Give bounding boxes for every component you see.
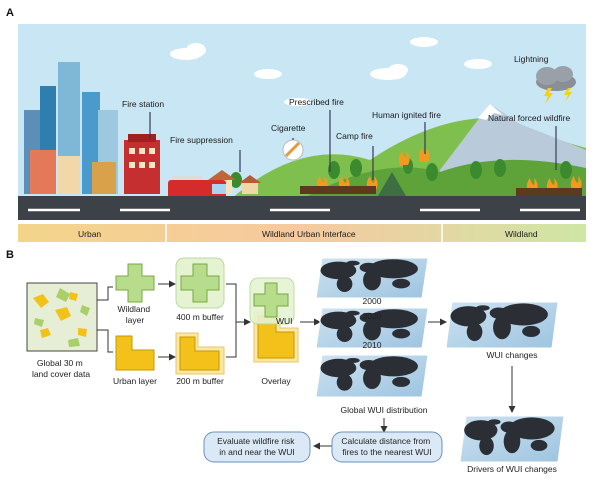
calc-distance-label: Calculate distance from fires to the nea… [341,436,432,457]
buffer-400-label: 400 m buffer [176,312,224,322]
evaluate-line-2: in and near the WUI [219,447,295,457]
wildland-layer-label: Wildland layer [118,304,153,325]
zone-urban-label: Urban [78,229,101,239]
wildland-layer-line-2: layer [126,315,145,325]
buffer-200-shape [175,332,225,375]
wildland-layer-shape [115,263,155,303]
fire-suppression-label: Fire suppression [170,135,233,145]
cigarette-label: Cigarette [271,123,306,133]
global-distribution-label: Global WUI distribution [341,405,428,415]
zone-wildland-label: Wildland [505,229,538,239]
evaluate-risk-label: Evaluate wildfire risk in and near the W… [217,436,297,457]
callout-lines [149,110,557,180]
trees [230,158,572,188]
evaluate-risk-box [203,431,311,463]
panel-a-label: A [6,7,14,19]
calc-distance-box [331,431,443,463]
fire-icons [300,148,582,196]
zone-wui-label: Wildland Urban Interface [262,229,356,239]
road [18,196,586,220]
year-label-2010: 2010 [363,340,382,350]
panel-b-label: B [6,249,14,261]
camp-fire-label: Camp fire [336,131,373,141]
world-map-2010 [315,307,429,349]
urban-layer-label: Urban layer [113,376,157,386]
buffer-200-label: 200 m buffer [176,376,224,386]
zone-bar [18,224,586,242]
calc-distance-line-2: fires to the nearest WUI [342,447,431,457]
urban-layer-shape [115,335,155,371]
evaluate-line-1: Evaluate wildfire risk [217,436,295,446]
buffer-400-shape [175,257,225,309]
world-map-2020 [315,354,429,398]
buffer-bracket [226,283,237,358]
land-cover-map [26,282,98,352]
clouds [170,37,492,106]
world-map-2000 [315,257,429,299]
cigarette-icon [282,139,304,161]
map-bracket [97,286,113,353]
lightning-label: Lightning [514,54,549,64]
year-label-2020: 2020 [363,311,382,321]
storm-cloud-icon [536,66,576,104]
tent-icon [378,172,406,196]
world-maps [315,257,565,463]
wui-label: WUI [276,316,293,326]
land-cover-label: Global 30 m land cover data [32,358,90,379]
wildland-layer-line-1: Wildland [118,304,151,314]
land-cover-line-2: land cover data [32,369,90,379]
prescribed-fire-label: Prescribed fire [289,97,344,107]
overlay-shape [249,277,299,363]
human-ignited-fire-label: Human ignited fire [372,110,441,120]
world-map-changes [445,301,559,349]
land-cover-line-1: Global 30 m [37,358,83,368]
natural-forced-wildfire-label: Natural forced wildfire [488,113,570,123]
panel-a-illustration [18,24,586,242]
wui-changes-label: WUI changes [486,350,537,360]
calc-distance-line-1: Calculate distance from [341,436,430,446]
fire-station-label: Fire station [122,99,164,109]
drivers-label: Drivers of WUI changes [467,464,557,474]
overlay-label: Overlay [261,376,291,386]
world-map-drivers [459,415,565,463]
year-label-2000: 2000 [363,296,382,306]
